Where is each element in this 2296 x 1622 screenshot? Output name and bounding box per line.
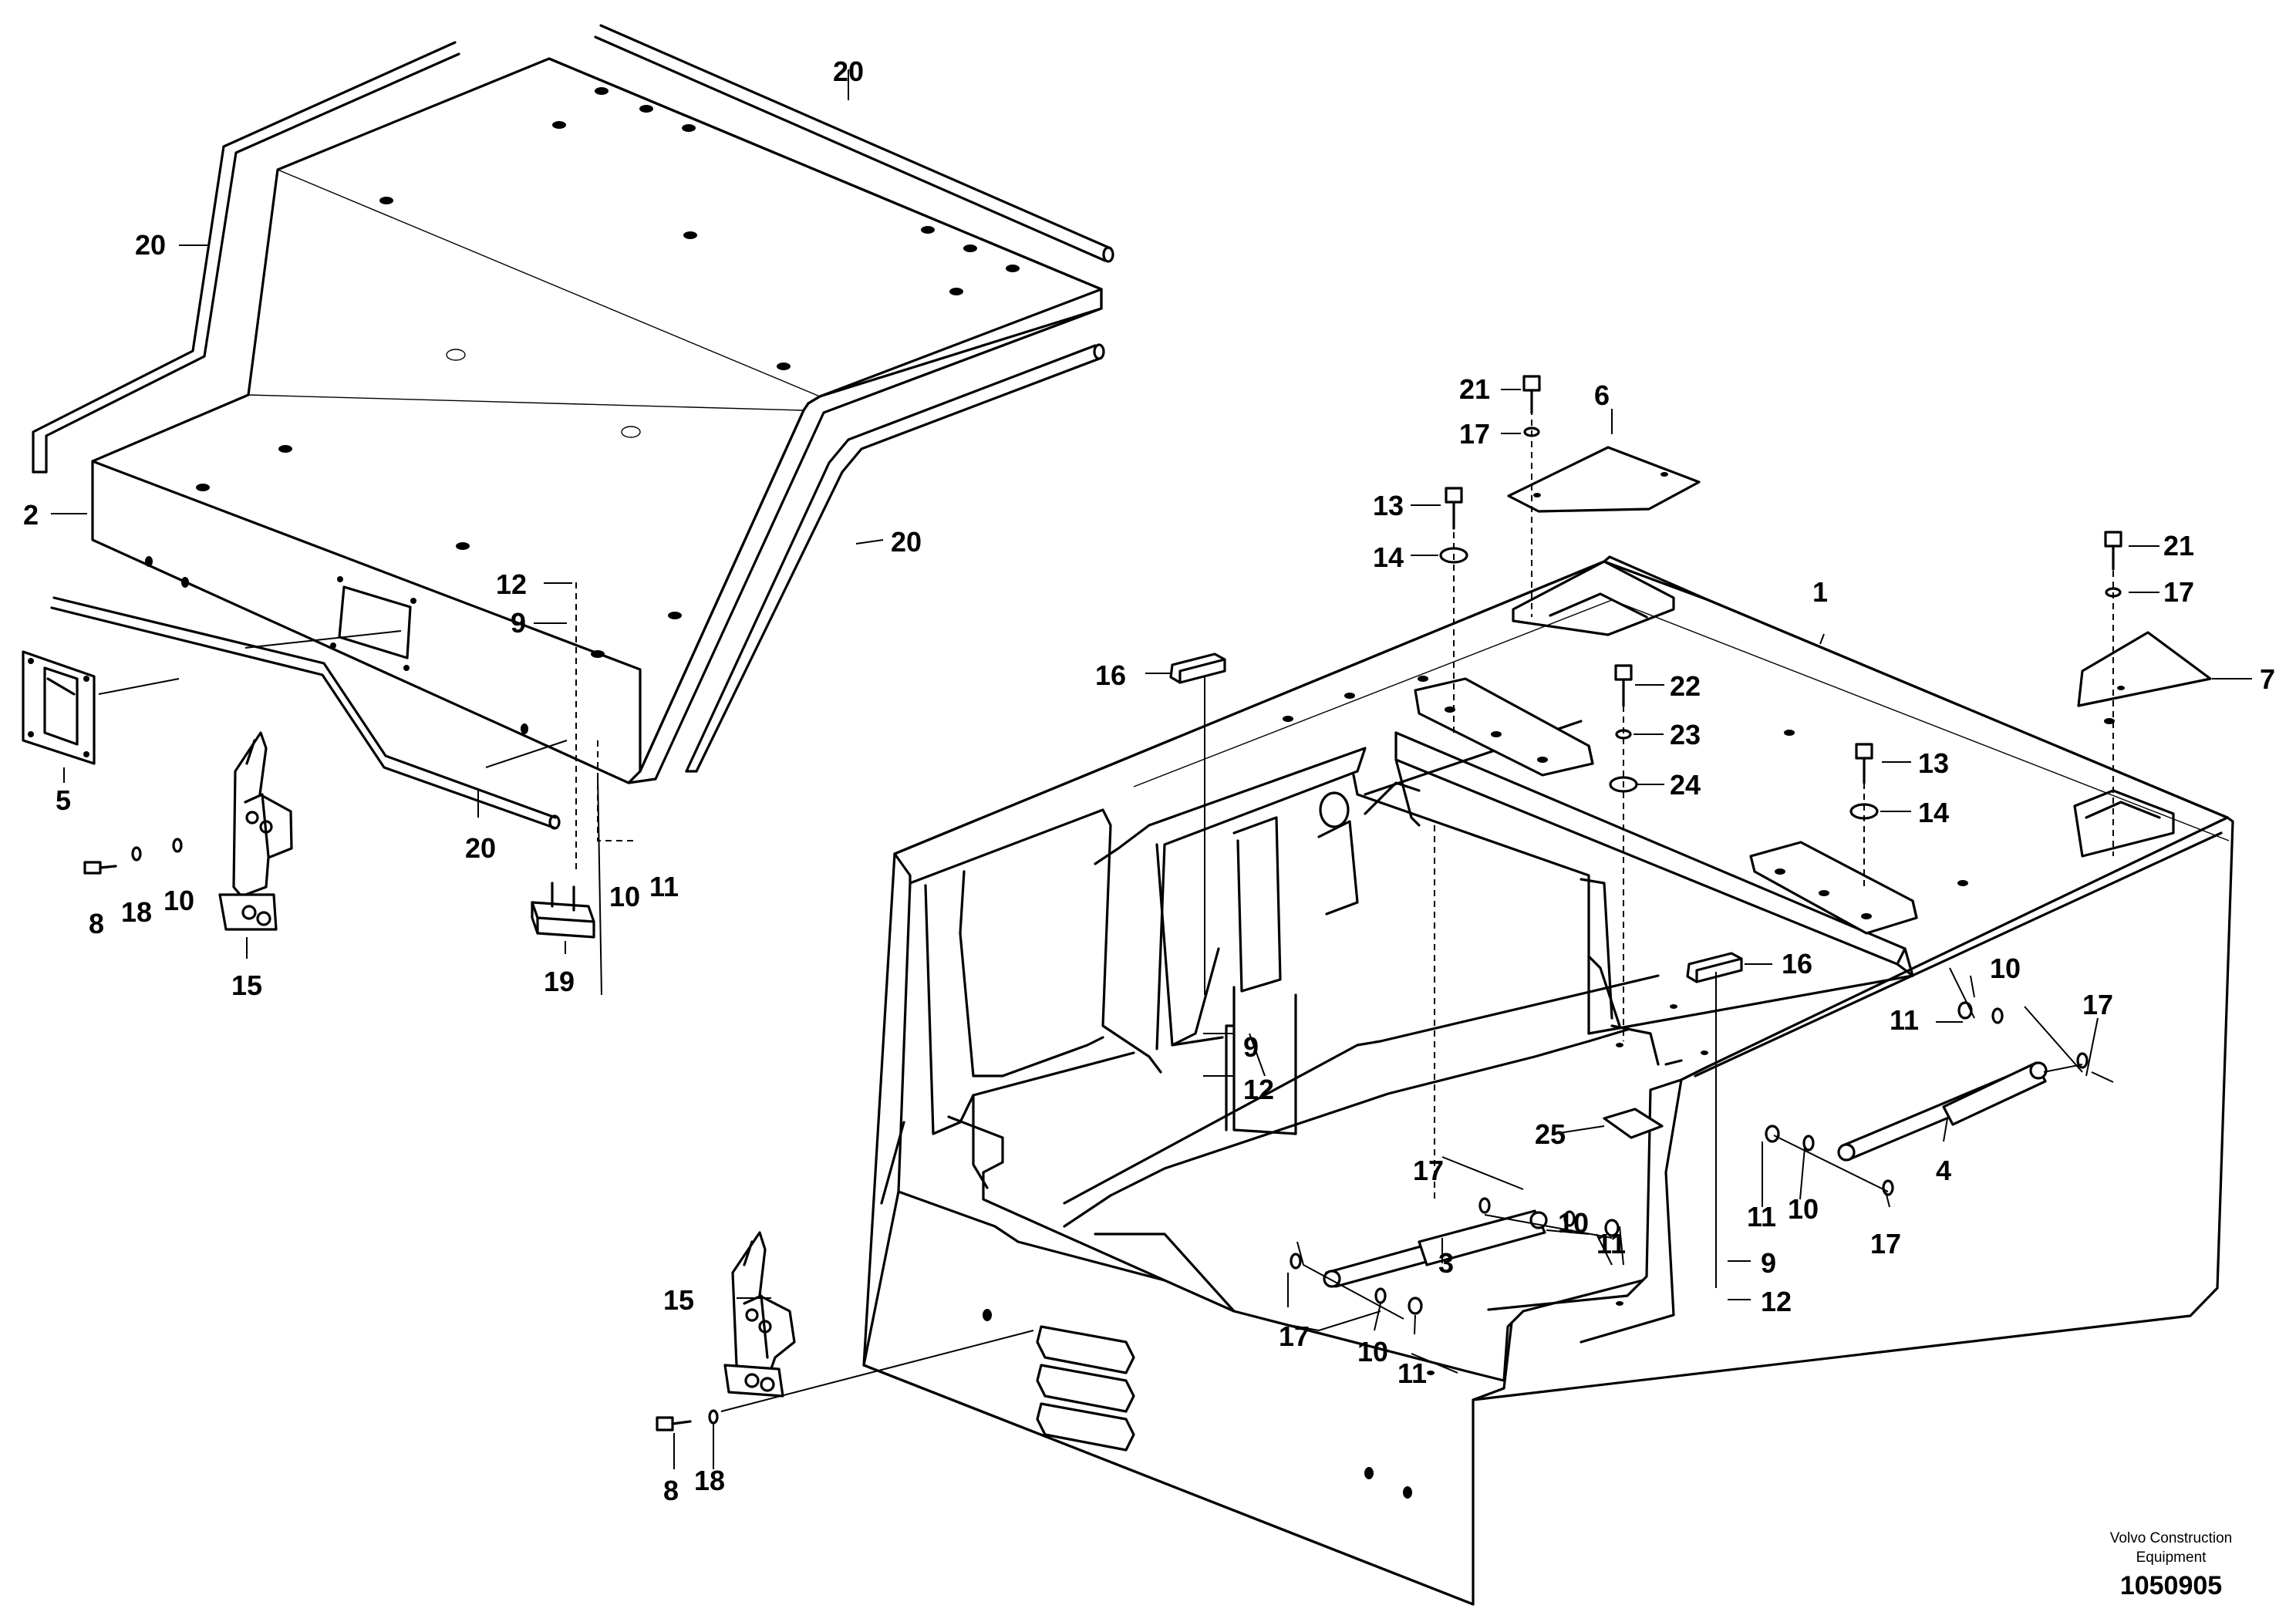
callout-15: 15: [663, 1284, 694, 1316]
callout-10: 10: [609, 881, 640, 912]
callout-21: 21: [1459, 373, 1490, 405]
grip-handle: [1169, 653, 1226, 684]
rubber-stop-block: [531, 882, 595, 939]
callout-25: 25: [1535, 1118, 1566, 1150]
callout-17: 17: [2082, 989, 2113, 1020]
bolt: [1855, 743, 1873, 784]
nut: [1765, 1125, 1780, 1143]
callout-10: 10: [1357, 1336, 1388, 1367]
callout-11: 11: [1890, 1004, 1919, 1036]
assembly-lines: [575, 409, 2114, 1273]
brand-name: Volvo Construction: [2110, 1530, 2232, 1546]
callout-19: 19: [544, 966, 575, 997]
cover-plate-right-rear: [1507, 446, 1701, 513]
callout-17: 17: [1870, 1228, 1901, 1259]
callout-20: 20: [833, 56, 864, 87]
callout-11: 11: [1397, 1357, 1427, 1389]
callout-1: 1: [1812, 576, 1828, 608]
callout-11: 11: [649, 871, 679, 902]
callout-20: 20: [135, 229, 166, 261]
washer: [1290, 1253, 1302, 1270]
callout-18: 18: [694, 1465, 725, 1496]
callout-17: 17: [2163, 576, 2194, 608]
bolt: [1445, 487, 1463, 530]
drawing-number: 1050905: [2120, 1571, 2222, 1600]
callout-22: 22: [1670, 670, 1701, 702]
washer: [1374, 1287, 1387, 1304]
callout-16: 16: [1782, 948, 1812, 980]
brand-subtitle: Equipment: [2136, 1549, 2207, 1566]
bolt: [83, 861, 117, 875]
callout-3: 3: [1438, 1247, 1454, 1279]
callout-8: 8: [89, 908, 104, 939]
callout-14: 14: [1918, 797, 1949, 828]
callout-24: 24: [1670, 769, 1701, 801]
callout-14: 14: [1373, 541, 1404, 573]
callout-9: 9: [1243, 1031, 1259, 1063]
bolt: [2104, 531, 2122, 571]
callout-18: 18: [121, 896, 152, 928]
callout-16: 16: [1095, 659, 1126, 691]
washer: [708, 1409, 719, 1425]
callout-12: 12: [496, 568, 527, 600]
main-frame-body: [862, 555, 2234, 1606]
callout-23: 23: [1670, 719, 1701, 750]
callout-11: 11: [1747, 1201, 1776, 1233]
callout-10: 10: [1990, 953, 2021, 984]
callout-6: 6: [1594, 379, 1610, 411]
washer: [131, 846, 142, 862]
callout-11: 11: [1596, 1228, 1626, 1259]
washer: [1478, 1197, 1491, 1214]
hood-latch: [218, 731, 293, 931]
cover-plate: [22, 650, 96, 765]
callout-17: 17: [1279, 1320, 1310, 1352]
callout-17: 17: [1413, 1155, 1444, 1186]
callout-20: 20: [891, 526, 922, 558]
washer: [1802, 1135, 1815, 1152]
bolt: [656, 1416, 692, 1431]
nut: [1408, 1297, 1423, 1315]
callout-13: 13: [1918, 747, 1949, 779]
drawing-footer: Volvo Construction Equipment 1050905: [2110, 1530, 2232, 1600]
callout-17: 17: [1459, 418, 1490, 450]
callout-12: 12: [1243, 1074, 1274, 1105]
hood-latch: [723, 1231, 796, 1398]
callout-7: 7: [2260, 663, 2275, 695]
washer: [1563, 1210, 1576, 1227]
lock-washer: [172, 838, 183, 853]
callout-4: 4: [1936, 1155, 1951, 1186]
callout-13: 13: [1373, 490, 1404, 521]
callout-20: 20: [465, 832, 496, 864]
callout-10: 10: [1558, 1207, 1589, 1239]
callout-15: 15: [231, 969, 262, 1001]
washer: [1882, 1179, 1894, 1196]
callout-2: 2: [23, 499, 39, 531]
bracket-plate: [1603, 1108, 1664, 1139]
callout-10: 10: [164, 885, 194, 916]
grip-handle: [1686, 952, 1743, 983]
bolt: [1522, 375, 1541, 414]
gas-spring: [1837, 1061, 2048, 1162]
callout-10: 10: [1788, 1193, 1819, 1225]
nut: [1604, 1219, 1620, 1237]
leader-lines: [51, 69, 2252, 1469]
callout-12: 12: [1761, 1286, 1792, 1317]
callout-labels: 20 20 20 20 2 5 8 18 10 15 12 9 10 11 19…: [23, 56, 2275, 1506]
callout-21: 21: [2163, 530, 2194, 561]
callout-5: 5: [56, 784, 71, 816]
callout-9: 9: [511, 607, 526, 639]
edge-trim-seal: [32, 24, 1114, 830]
washer: [1991, 1007, 2004, 1024]
upper-cover-panel: [91, 57, 1103, 784]
callout-9: 9: [1761, 1247, 1776, 1279]
washer: [2076, 1052, 2089, 1069]
bolt: [1614, 664, 1633, 707]
cover-plate-right-front: [2077, 631, 2212, 707]
callout-8: 8: [663, 1475, 679, 1506]
